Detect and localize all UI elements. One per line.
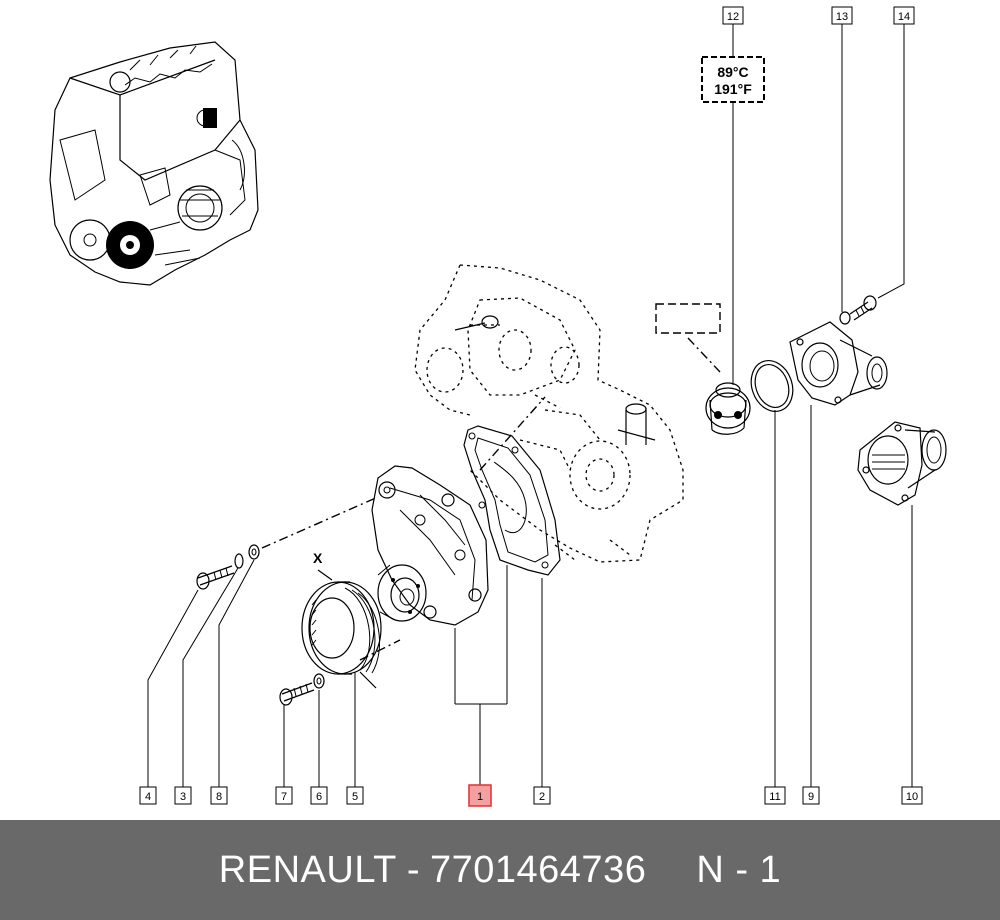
diagram-position: N - 1 xyxy=(696,848,782,891)
callout-label: 7 xyxy=(281,791,287,803)
callout-label: 5 xyxy=(352,791,358,803)
callout-part-6[interactable]: 6 xyxy=(310,786,328,805)
callout-label: 2 xyxy=(539,791,545,803)
callout-part-3[interactable]: 3 xyxy=(174,786,192,805)
callout-label: 3 xyxy=(180,791,186,803)
callout-part-14[interactable]: 14 xyxy=(893,6,915,25)
pulley-mark-label: X xyxy=(313,550,323,566)
water-outlet xyxy=(857,421,947,506)
thermostat-temperature-label: 89°C 191°F xyxy=(701,56,765,103)
callout-part-7[interactable]: 7 xyxy=(275,786,293,805)
callout-part-1[interactable]: 1 xyxy=(468,784,492,807)
temperature-celsius: 89°C xyxy=(717,64,748,80)
callout-part-8[interactable]: 8 xyxy=(210,786,228,805)
exploded-parts-diagram: X xyxy=(49,6,947,807)
callout-label: 11 xyxy=(769,791,780,803)
housing-screw xyxy=(849,295,877,321)
pulley-bolt xyxy=(279,682,315,706)
callout-label: 9 xyxy=(808,791,814,803)
thermostat xyxy=(655,303,751,435)
thermostat-seal-ring xyxy=(750,360,794,412)
callout-label: 12 xyxy=(727,11,739,23)
brand-name: RENAULT xyxy=(218,848,397,891)
callout-label: 6 xyxy=(316,791,322,803)
callout-part-2[interactable]: 2 xyxy=(533,786,551,805)
pump-bolt xyxy=(196,565,235,590)
footer-separator: - xyxy=(406,848,420,891)
part-info-footer: RENAULT - 7701464736 N - 1 xyxy=(0,820,1000,920)
callout-part-13[interactable]: 13 xyxy=(831,6,853,25)
pump-washer-spring xyxy=(234,553,244,569)
part-callouts: 1 2 3 4 5 6 7 8 xyxy=(139,6,923,807)
part-number: 7701464736 xyxy=(430,848,647,891)
callout-label: 13 xyxy=(836,11,848,23)
callout-part-5[interactable]: 5 xyxy=(346,786,364,805)
callout-label: 14 xyxy=(898,11,910,23)
water-pump xyxy=(371,465,489,626)
assembly-axis-lines xyxy=(261,337,721,661)
thermostat-housing xyxy=(789,321,888,406)
callout-part-4[interactable]: 4 xyxy=(139,786,157,805)
temperature-fahrenheit: 191°F xyxy=(714,81,752,97)
water-pump-gasket xyxy=(463,425,561,576)
callout-part-12[interactable]: 12 xyxy=(722,6,744,25)
pump-washer-flat xyxy=(248,544,260,560)
leader-lines xyxy=(147,24,913,787)
callout-label: 10 xyxy=(906,791,918,803)
callout-part-9[interactable]: 9 xyxy=(802,786,820,805)
housing-washer xyxy=(839,311,851,325)
callout-label: 8 xyxy=(216,791,222,803)
callout-label: 4 xyxy=(145,791,151,803)
engine-thumbnail xyxy=(49,41,259,286)
callout-part-10[interactable]: 10 xyxy=(901,786,923,805)
engine-block-outline xyxy=(414,264,684,563)
water-pump-pulley: X xyxy=(301,550,382,689)
pulley-washer xyxy=(313,673,325,689)
callout-label: 1 xyxy=(477,791,483,803)
callout-part-11[interactable]: 11 xyxy=(764,786,786,805)
